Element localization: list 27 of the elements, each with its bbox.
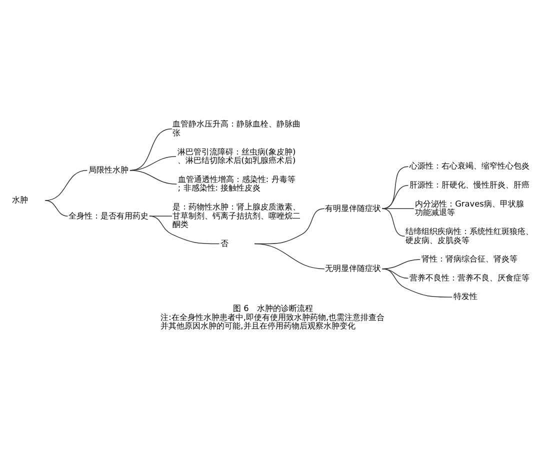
- connector: [149, 215, 220, 244]
- node-text: 全身性：是否有用药史: [68, 210, 148, 220]
- connector: [44, 169, 88, 200]
- node-text: 肾性：肾病综合征、肾炎等: [421, 253, 518, 264]
- caption: 注:在全身性水肿患者中,即使有使用致水肿药物,也需注意排查合并其他原因水肿的可能,并且在停用药物后观察水肿变化: [160, 311, 385, 330]
- node-text: 水肿: [12, 194, 28, 204]
- node-text: 无明显伴随症状: [325, 262, 382, 272]
- diagram-title: 图 6 水肿的诊断流程: [233, 302, 313, 313]
- node-text: 营养不良性：营养不良、厌食症等: [409, 272, 530, 282]
- node-text: 心源性：右心衰竭、缩窄性心包炎: [409, 160, 530, 170]
- connector: [254, 242, 325, 269]
- node-text: 有明显伴随症状: [325, 202, 382, 212]
- node-text: 血管通透性增高：感染性: 丹毒等; 非感染性: 接触性皮炎: [178, 173, 296, 192]
- connector: [130, 128, 172, 170]
- node-text: 血管静水压升高：静脉血栓、静脉曲张: [172, 118, 301, 137]
- node-text: 局限性水肿: [88, 164, 129, 174]
- connector: [382, 268, 453, 297]
- node-text: 淋巴管引流障碍：丝虫病(象皮肿)、淋巴结切除术后(如乳腺癌术后): [177, 146, 296, 165]
- connector: [382, 208, 406, 236]
- connector: [130, 169, 178, 184]
- node-text: 结缔组织疾病性：系统性红斑狼疮、硬皮病、皮肌炎等: [405, 225, 534, 244]
- node-text: 肝源性：肝硬化、慢性肝炎、肝癌: [409, 179, 530, 190]
- node-text: 是：药物性水肿：肾上腺皮质激素、甘草制剂、钙离子拮抗剂、噻唑烷二酮类: [172, 200, 301, 229]
- node-text: 否: [220, 237, 229, 248]
- node-text: 特发性: [453, 290, 478, 301]
- connector: [44, 200, 68, 216]
- node-text: 内分泌性：Graves病、甲状腺功能减退等: [415, 198, 524, 217]
